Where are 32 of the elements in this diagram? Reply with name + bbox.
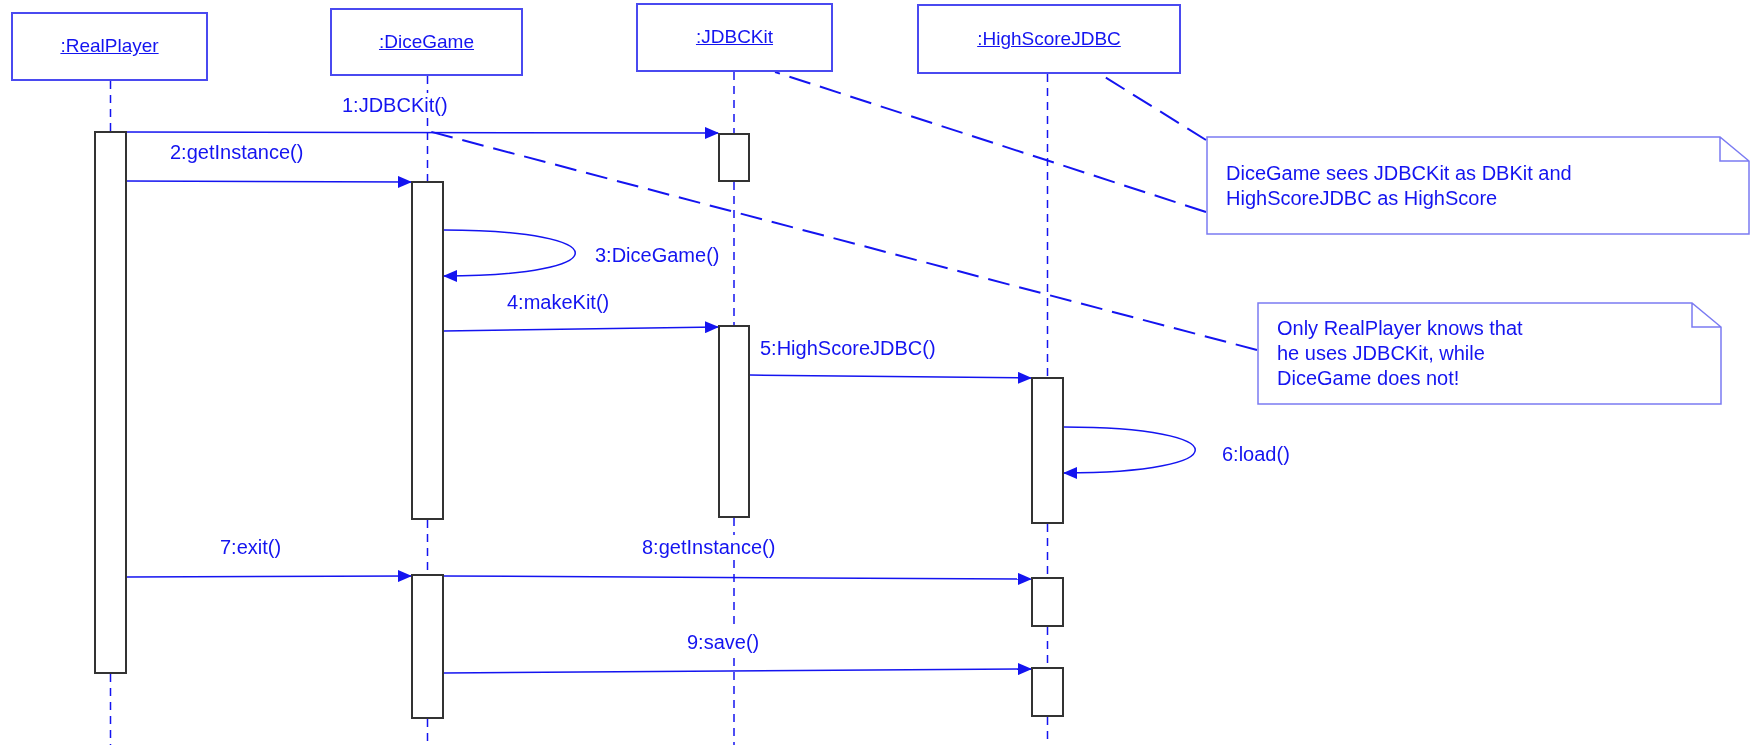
message-arrow	[126, 570, 412, 583]
lifeline	[109, 673, 112, 745]
lifeline	[426, 75, 429, 182]
activation-bar	[411, 574, 444, 719]
message-arrow	[126, 175, 412, 188]
lifeline	[733, 181, 735, 326]
message-label: 1:JDBCKit()	[340, 93, 450, 117]
message-arrow	[126, 127, 719, 139]
message-label: 8:getInstance()	[640, 535, 778, 559]
lifeline	[1046, 73, 1049, 378]
object-box: :JDBCKit	[636, 3, 833, 72]
activation-bar	[718, 133, 750, 182]
activation-bar	[1031, 377, 1064, 524]
leader-line	[774, 71, 1207, 213]
object-box: :DiceGame	[330, 8, 523, 76]
object-box: :HighScoreJDBC	[917, 4, 1181, 74]
activation-bar	[1031, 667, 1064, 717]
message-arrow	[443, 321, 719, 334]
activation-bar	[718, 325, 750, 518]
activation-bar	[94, 131, 127, 674]
message-arrow	[443, 663, 1032, 676]
activation-bar	[411, 181, 444, 520]
message-arrow	[749, 371, 1032, 384]
lifeline	[109, 80, 112, 132]
message-arrow	[1063, 426, 1196, 479]
activation-bar	[1031, 577, 1064, 627]
object-box: :RealPlayer	[11, 12, 208, 81]
lifeline	[733, 71, 735, 134]
note: DiceGame sees JDBCKit as DBKit and HighScoreJDBC as HighScore	[1206, 136, 1750, 235]
message-arrow	[443, 572, 1032, 585]
message-arrow	[443, 229, 576, 282]
note: Only RealPlayer knows that he uses JDBCKit, while DiceGame does not!	[1257, 302, 1722, 405]
